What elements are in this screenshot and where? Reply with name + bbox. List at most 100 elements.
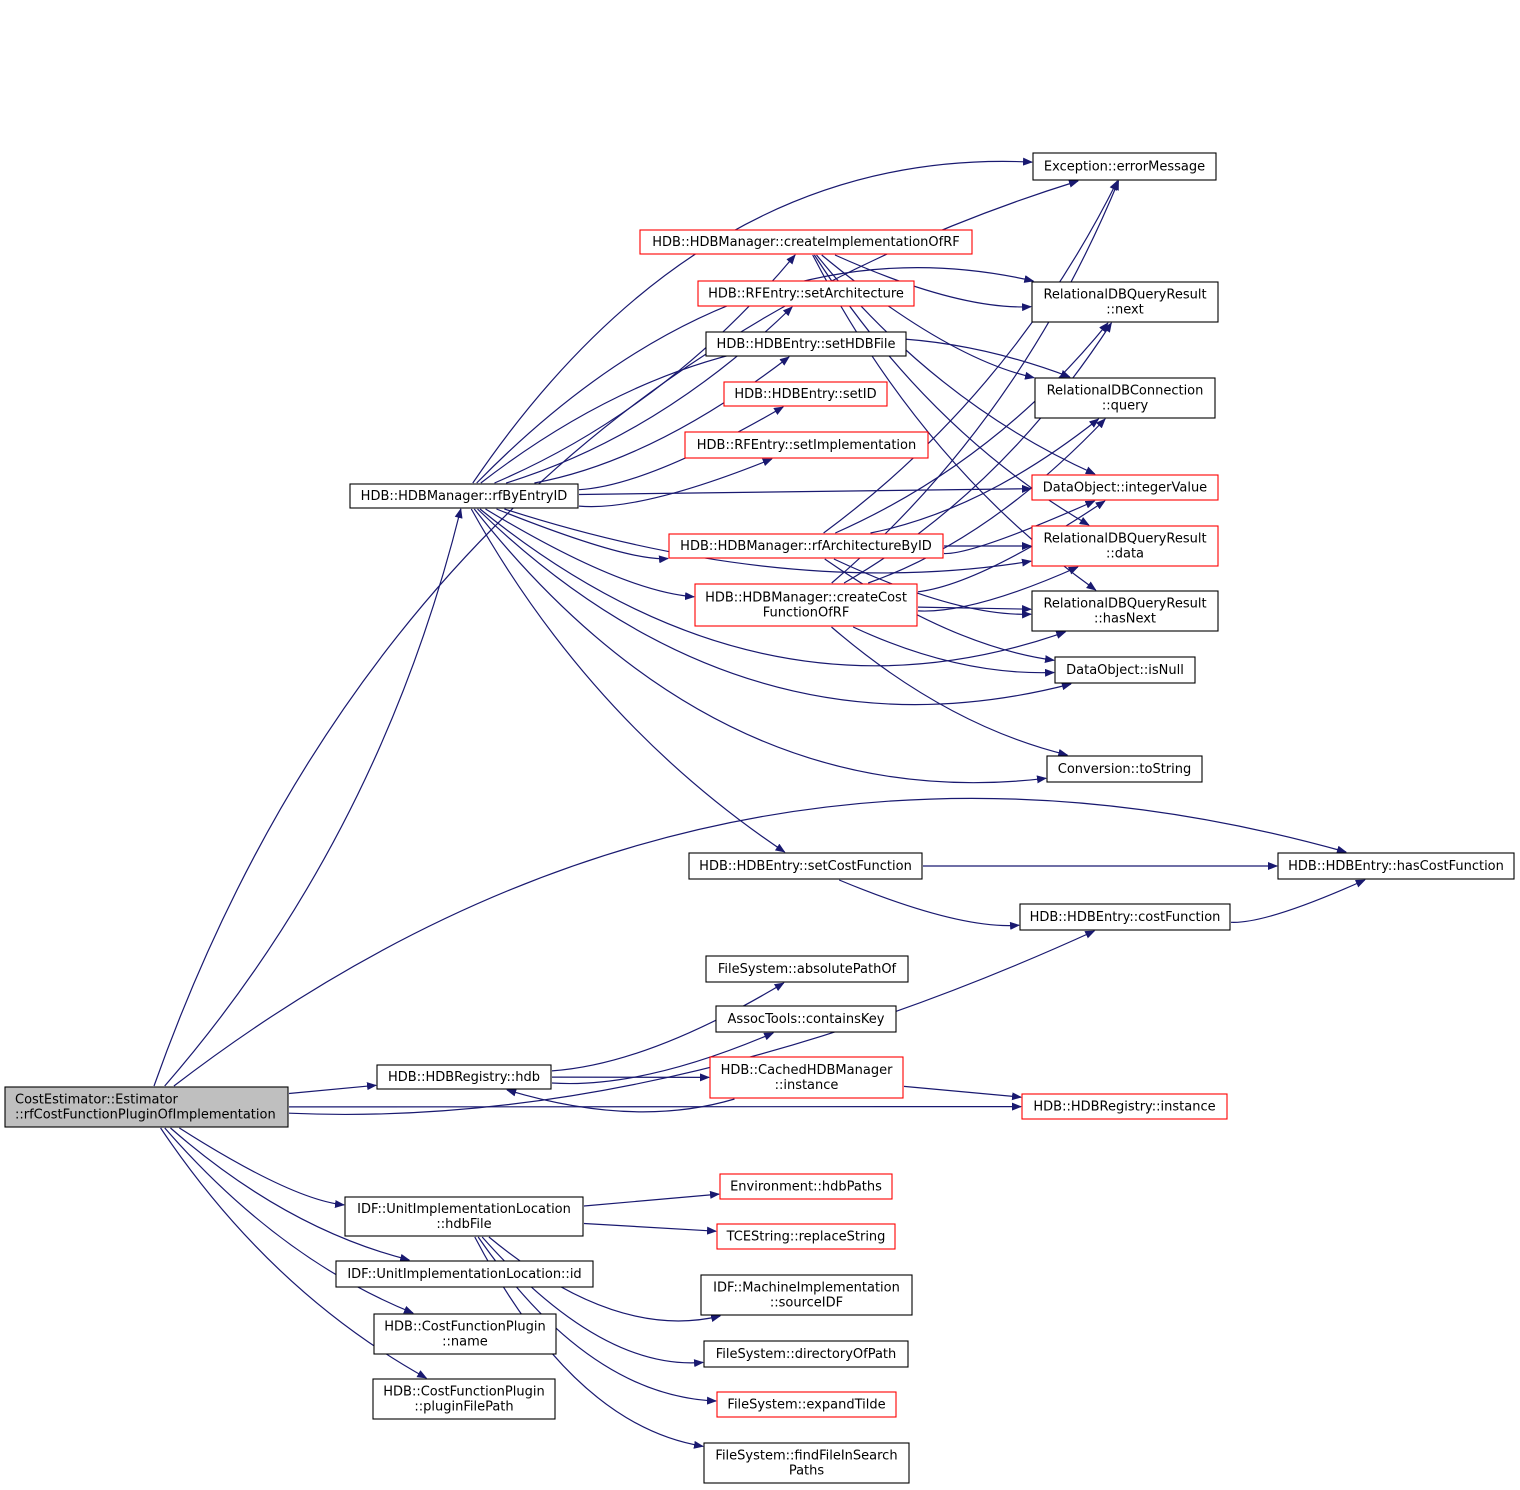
node-box bbox=[1034, 377, 1216, 419]
edge-rf-by-entry-id-to-set-hdbfile bbox=[534, 356, 790, 484]
node-box bbox=[723, 381, 888, 407]
edge-create-impl-of-rf-to-next bbox=[834, 254, 1032, 312]
node-label: ::rfCostFunctionPluginOfImplementation bbox=[15, 1108, 276, 1123]
node-label: AssocTools::containsKey bbox=[728, 1012, 885, 1027]
edge-arrow bbox=[903, 1085, 1022, 1101]
edge-arrow bbox=[917, 500, 1106, 593]
node-label: RelationalDBQueryResult bbox=[1043, 532, 1206, 547]
node-data[interactable]: RelationalDBQueryResult::data bbox=[1031, 525, 1219, 567]
edge-hdb-file-to-replace-string bbox=[583, 1222, 717, 1235]
node-box bbox=[716, 1223, 896, 1250]
node-has-cost-function[interactable]: HDB::HDBEntry::hasCostFunction bbox=[1277, 852, 1515, 880]
node-label: HDB::HDBEntry::setID bbox=[734, 387, 876, 402]
node-label: ::query bbox=[1102, 399, 1149, 414]
node-to-string[interactable]: Conversion::toString bbox=[1046, 755, 1203, 783]
node-label: Conversion::toString bbox=[1058, 762, 1192, 777]
node-box bbox=[1046, 755, 1203, 783]
node-contains-key[interactable]: AssocTools::containsKey bbox=[715, 1005, 897, 1033]
node-query[interactable]: RelationalDBConnection::query bbox=[1034, 377, 1216, 419]
node-box bbox=[688, 852, 923, 880]
node-label: FileSystem::directoryOfPath bbox=[716, 1347, 897, 1362]
node-box bbox=[715, 1005, 897, 1033]
node-directory-of-path[interactable]: FileSystem::directoryOfPath bbox=[703, 1340, 909, 1368]
node-replace-string[interactable]: TCEString::replaceString bbox=[716, 1223, 896, 1250]
edge-rf-arch-by-id-to-has-next bbox=[833, 558, 1032, 619]
node-label: HDB::HDBEntry::hasCostFunction bbox=[1288, 859, 1504, 874]
edge-rf-by-entry-id-to-integer-value bbox=[578, 484, 1032, 496]
node-source-idf[interactable]: IDF::MachineImplementation::sourceIDF bbox=[700, 1274, 913, 1316]
node-cost-function[interactable]: HDB::HDBEntry::costFunction bbox=[1019, 903, 1231, 931]
node-is-null[interactable]: DataObject::isNull bbox=[1054, 656, 1196, 684]
edge-arrow bbox=[1230, 879, 1366, 923]
node-registry-instance[interactable]: HDB::HDBRegistry::instance bbox=[1021, 1093, 1228, 1120]
edge-arrow bbox=[288, 930, 1096, 1116]
node-hdb[interactable]: HDB::HDBRegistry::hdb bbox=[376, 1064, 552, 1090]
node-label: Paths bbox=[789, 1464, 825, 1479]
node-label: ::data bbox=[1106, 547, 1144, 562]
node-idf-id[interactable]: IDF::UnitImplementationLocation::id bbox=[335, 1260, 594, 1288]
edge-arrow bbox=[551, 982, 785, 1072]
node-error-message[interactable]: Exception::errorMessage bbox=[1032, 152, 1217, 181]
node-box bbox=[716, 1391, 897, 1418]
node-hdb-file[interactable]: IDF::UnitImplementationLocation::hdbFile bbox=[344, 1196, 584, 1237]
node-set-architecture[interactable]: HDB::RFEntry::setArchitecture bbox=[697, 280, 915, 307]
node-label: HDB::HDBRegistry::instance bbox=[1033, 1100, 1215, 1115]
edge-arrow bbox=[583, 1190, 720, 1207]
edge-rf-arch-by-id-to-error-message bbox=[823, 180, 1118, 534]
edge-root-to-idf-id bbox=[170, 1127, 411, 1262]
edge-arrow bbox=[485, 508, 695, 601]
node-box bbox=[668, 533, 944, 559]
node-box bbox=[335, 1260, 594, 1288]
edge-arrow bbox=[823, 180, 1118, 534]
node-absolute-path-of[interactable]: FileSystem::absolutePathOf bbox=[705, 955, 909, 983]
node-box bbox=[1021, 1093, 1228, 1120]
edge-arrow bbox=[470, 508, 786, 853]
edge-arrow bbox=[288, 1082, 377, 1095]
node-label: Environment::hdbPaths bbox=[730, 1180, 882, 1195]
edge-root-to-hdb bbox=[288, 1082, 377, 1095]
node-set-implementation[interactable]: HDB::RFEntry::setImplementation bbox=[684, 431, 929, 459]
node-next[interactable]: RelationalDBQueryResult::next bbox=[1031, 281, 1219, 323]
node-create-impl-of-rf[interactable]: HDB::HDBManager::createImplementationOfR… bbox=[639, 229, 973, 255]
node-rf-arch-by-id[interactable]: HDB::HDBManager::rfArchitectureByID bbox=[668, 533, 944, 559]
node-label: FileSystem::findFileInSearch bbox=[715, 1449, 897, 1464]
node-box bbox=[1031, 474, 1219, 501]
node-box bbox=[703, 1442, 910, 1484]
node-label: RelationalDBConnection bbox=[1047, 384, 1204, 399]
node-integer-value[interactable]: DataObject::integerValue bbox=[1031, 474, 1219, 501]
edge-root-to-error-message bbox=[153, 179, 1079, 1087]
edge-arrow bbox=[164, 508, 463, 1087]
edge-create-cost-fn-to-query bbox=[867, 418, 1106, 584]
edge-arrow bbox=[852, 626, 1055, 677]
node-plugin-file-path[interactable]: HDB::CostFunctionPlugin::pluginFilePath bbox=[372, 1378, 556, 1420]
node-root[interactable]: CostEstimator::Estimator::rfCostFunction… bbox=[4, 1086, 289, 1128]
node-has-next[interactable]: RelationalDBQueryResult::hasNext bbox=[1031, 590, 1219, 632]
edge-arrow bbox=[551, 1032, 775, 1085]
node-box bbox=[373, 1313, 557, 1355]
node-label: HDB::HDBManager::rfByEntryID bbox=[361, 489, 568, 504]
node-box bbox=[697, 280, 915, 307]
node-box bbox=[344, 1196, 584, 1237]
node-box bbox=[694, 583, 918, 627]
node-hdb-paths[interactable]: Environment::hdbPaths bbox=[719, 1173, 893, 1200]
node-expand-tilde[interactable]: FileSystem::expandTilde bbox=[716, 1391, 897, 1418]
node-label: FileSystem::expandTilde bbox=[727, 1398, 885, 1413]
node-rf-by-entry-id[interactable]: HDB::HDBManager::rfByEntryID bbox=[349, 483, 579, 509]
node-plugin-name[interactable]: HDB::CostFunctionPlugin::name bbox=[373, 1313, 557, 1355]
edge-create-cost-fn-to-to-string bbox=[831, 626, 1069, 757]
node-set-cost-function[interactable]: HDB::HDBEntry::setCostFunction bbox=[688, 852, 923, 880]
edge-root-to-has-cost-function bbox=[173, 797, 1347, 1087]
edge-root-to-cost-function bbox=[288, 930, 1096, 1116]
edge-arrow bbox=[477, 508, 1072, 706]
node-set-hdbfile[interactable]: HDB::HDBEntry::setHDBFile bbox=[705, 331, 907, 357]
node-cached-instance[interactable]: HDB::CachedHDBManager::instance bbox=[709, 1056, 904, 1099]
node-label: FunctionOfRF bbox=[763, 606, 850, 621]
node-set-id[interactable]: HDB::HDBEntry::setID bbox=[723, 381, 888, 407]
node-label: ::hdbFile bbox=[436, 1217, 491, 1232]
node-label: HDB::RFEntry::setArchitecture bbox=[708, 287, 904, 302]
edge-cached-instance-to-registry-instance bbox=[903, 1085, 1022, 1101]
edge-root-to-hdb-file bbox=[179, 1127, 345, 1208]
edge-create-impl-of-rf-to-query bbox=[821, 254, 1035, 380]
